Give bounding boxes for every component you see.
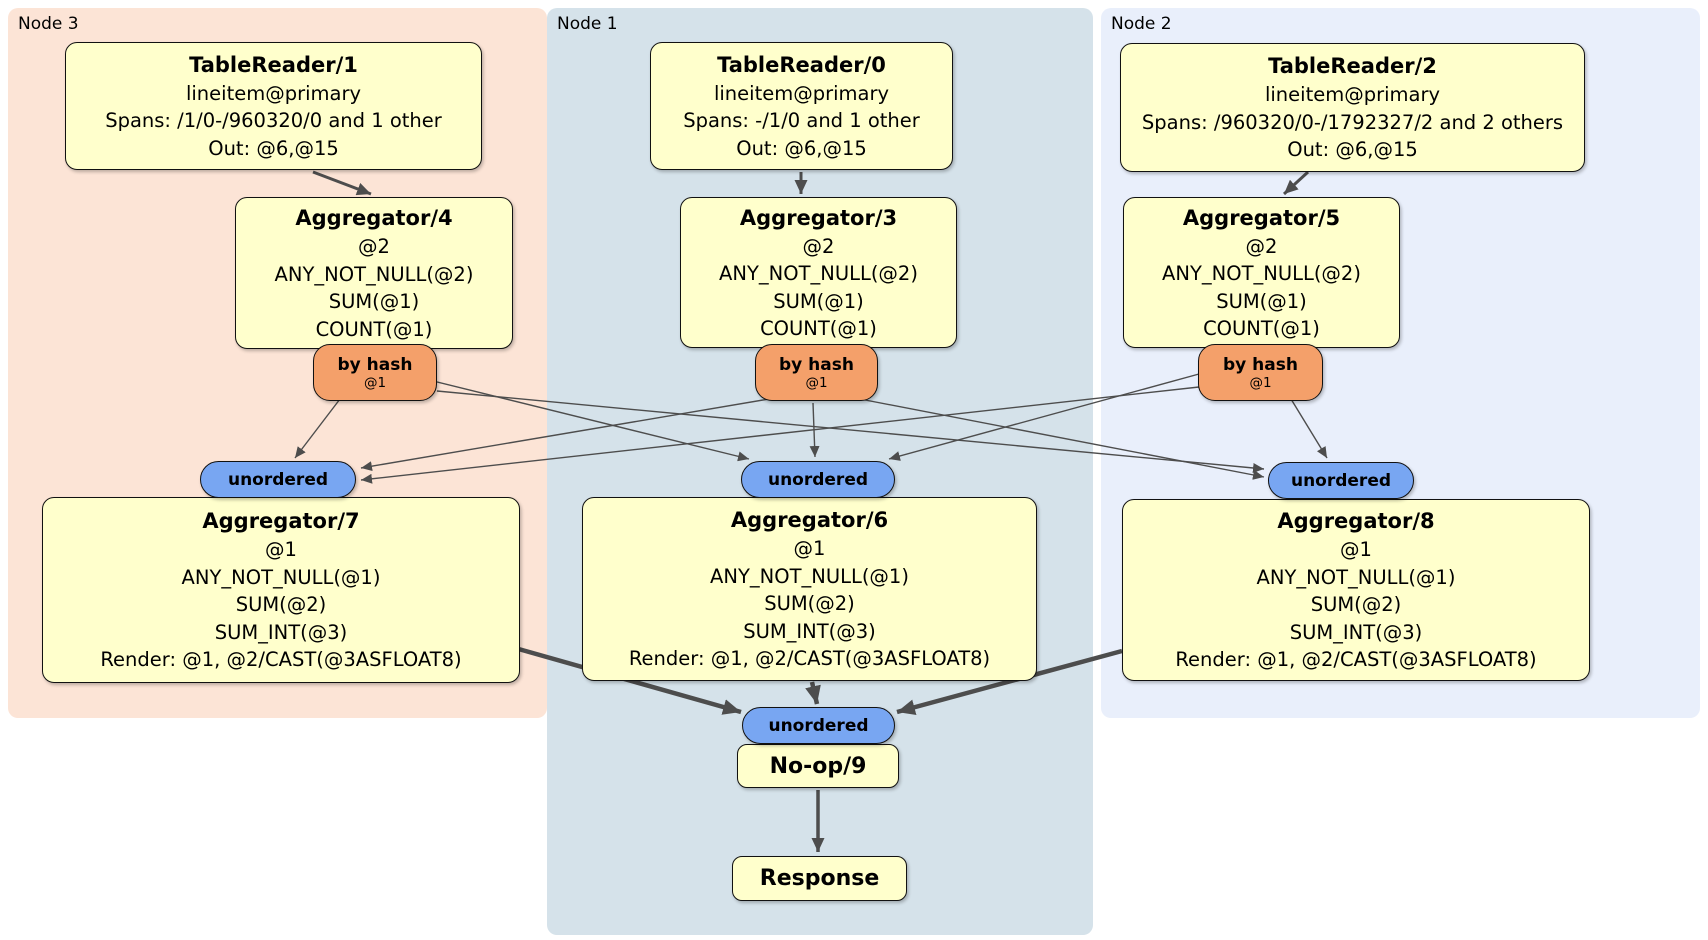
router-label: by hash xyxy=(779,354,854,375)
edge-hash3-syncR xyxy=(859,398,1265,480)
processor-agg-fn: COUNT(@1) xyxy=(760,317,877,340)
processor-render: Render: @1, @2/CAST(@3ASFLOAT8) xyxy=(628,647,991,671)
edge-hash5-syncR xyxy=(1290,398,1328,459)
processor-title: TableReader/2 xyxy=(1268,54,1437,79)
processor-aggregator-5: Aggregator/5 @2 ANY_NOT_NULL(@2) SUM(@1)… xyxy=(1123,197,1400,348)
sync-unordered-right: unordered xyxy=(1268,462,1414,499)
processor-aggregator-4: Aggregator/4 @2 ANY_NOT_NULL(@2) SUM(@1)… xyxy=(235,197,513,349)
edge-hash4-syncC xyxy=(432,380,750,462)
edge-hash4-syncL xyxy=(294,398,341,459)
processor-agg-fn: COUNT(@1) xyxy=(315,317,433,341)
processor-spans: Spans: /960320/0-/1792327/2 and 2 others xyxy=(1141,110,1564,134)
processor-title: Aggregator/3 xyxy=(739,205,898,230)
sync-unordered-final: unordered xyxy=(742,707,895,744)
edge-hash5-syncC xyxy=(888,373,1200,461)
processor-agg-fn: COUNT(@1) xyxy=(1203,317,1320,340)
processor-index: lineitem@primary xyxy=(713,81,890,105)
processor-index: lineitem@primary xyxy=(185,81,362,105)
processor-render: Render: @1, @2/CAST(@3ASFLOAT8) xyxy=(100,648,462,672)
processor-title: Aggregator/4 xyxy=(295,206,453,230)
router-columns: @1 xyxy=(1249,374,1272,391)
processor-agg-fn: SUM(@2) xyxy=(1310,593,1402,617)
response-node: Response xyxy=(732,856,907,901)
processor-spans: Spans: /1/0-/960320/0 and 1 other xyxy=(105,109,442,133)
processor-title: Aggregator/7 xyxy=(202,509,360,534)
router-by-hash-3: by hash @1 xyxy=(755,344,878,401)
router-by-hash-4: by hash @1 xyxy=(313,344,437,401)
processor-groupcols: @2 xyxy=(802,234,835,258)
processor-title: TableReader/1 xyxy=(189,52,358,77)
processor-title: Aggregator/8 xyxy=(1277,509,1435,534)
processor-groupcols: @1 xyxy=(265,538,297,562)
processor-agg-fn: SUM(@1) xyxy=(773,289,864,313)
processor-render: Render: @1, @2/CAST(@3ASFLOAT8) xyxy=(1175,648,1537,672)
router-label: by hash xyxy=(1223,354,1298,375)
node2-label: Node 2 xyxy=(1111,14,1172,34)
processor-noop: No-op/9 xyxy=(737,744,899,788)
sync-unordered-left: unordered xyxy=(200,461,356,498)
processor-agg-fn: SUM(@1) xyxy=(328,290,420,313)
processor-out: Out: @6,@15 xyxy=(736,136,867,160)
node1-label: Node 1 xyxy=(557,14,618,34)
processor-out: Out: @6,@15 xyxy=(208,136,339,160)
processor-aggregator-8: Aggregator/8 @1 ANY_NOT_NULL(@1) SUM(@2)… xyxy=(1122,499,1590,681)
router-columns: @1 xyxy=(363,374,387,391)
processor-tablereader-1: TableReader/1 lineitem@primary Spans: /1… xyxy=(65,42,482,170)
processor-tablereader-2: TableReader/2 lineitem@primary Spans: /9… xyxy=(1120,43,1585,172)
router-label: by hash xyxy=(337,354,413,375)
processor-agg-fn: SUM_INT(@3) xyxy=(214,620,348,644)
processor-agg-fn: ANY_NOT_NULL(@1) xyxy=(710,564,909,588)
edge-hash4-syncR xyxy=(436,390,1265,473)
processor-agg-fn: ANY_NOT_NULL(@1) xyxy=(181,565,381,589)
processor-title: Aggregator/6 xyxy=(730,508,889,533)
processor-agg-fn: ANY_NOT_NULL(@2) xyxy=(719,262,918,285)
edge-hash5-syncL xyxy=(360,386,1200,484)
processor-title: TableReader/0 xyxy=(717,52,886,77)
processor-aggregator-6: Aggregator/6 @1 ANY_NOT_NULL(@1) SUM(@2)… xyxy=(582,497,1037,681)
processor-agg-fn: ANY_NOT_NULL(@1) xyxy=(1256,565,1456,589)
processor-index: lineitem@primary xyxy=(1264,83,1441,107)
edge-tr2-agg5 xyxy=(1282,170,1310,196)
router-columns: @1 xyxy=(805,374,828,391)
node3-label: Node 3 xyxy=(18,14,79,34)
processor-title: Aggregator/5 xyxy=(1182,205,1341,230)
processor-aggregator-3: Aggregator/3 @2 ANY_NOT_NULL(@2) SUM(@1)… xyxy=(680,197,957,348)
processor-groupcols: @1 xyxy=(1340,538,1372,562)
processor-spans: Spans: -/1/0 and 1 other xyxy=(683,109,920,133)
sync-unordered-center: unordered xyxy=(741,461,895,498)
edge-hash3-syncL xyxy=(360,398,770,472)
processor-agg-fn: ANY_NOT_NULL(@2) xyxy=(274,262,474,286)
processor-groupcols: @2 xyxy=(1245,234,1278,258)
processor-groupcols: @2 xyxy=(358,235,390,258)
processor-groupcols: @1 xyxy=(793,537,826,561)
edge-agg6-syncF xyxy=(805,681,821,705)
processor-out: Out: @6,@15 xyxy=(1287,138,1418,162)
processor-agg-fn: SUM(@2) xyxy=(235,593,327,617)
processor-aggregator-7: Aggregator/7 @1 ANY_NOT_NULL(@1) SUM(@2)… xyxy=(42,497,520,683)
edge-tr1-agg4 xyxy=(312,170,372,196)
processor-agg-fn: SUM(@2) xyxy=(764,592,855,616)
processor-agg-fn: SUM_INT(@3) xyxy=(1289,620,1423,644)
processor-agg-fn: SUM(@1) xyxy=(1216,289,1307,313)
processor-tablereader-0: TableReader/0 lineitem@primary Spans: -/… xyxy=(650,42,953,170)
router-by-hash-5: by hash @1 xyxy=(1198,344,1323,401)
processor-agg-fn: SUM_INT(@3) xyxy=(743,619,876,643)
edge-agg8-syncF xyxy=(896,648,1123,716)
processor-agg-fn: ANY_NOT_NULL(@2) xyxy=(1162,262,1361,285)
